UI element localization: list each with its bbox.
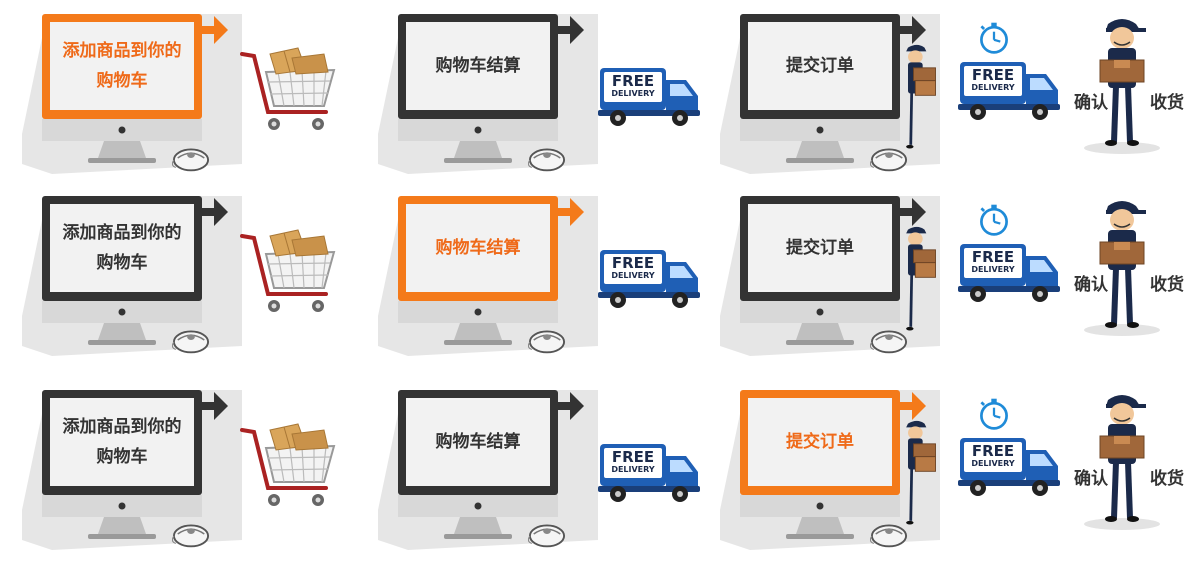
truck-free-text: FREE [971,248,1015,266]
step1-label-line1: 添加商品到你的 [62,417,182,437]
mouse-icon [870,144,908,172]
step2-label: 购物车结算 [435,432,521,452]
delivery-man-icon [1082,392,1162,532]
truck-delivery-text: DELIVERY [971,83,1015,92]
confirm-label-part2: 收货 [1150,93,1184,113]
confirm-label-part2: 收货 [1150,469,1184,489]
step1-label: 添加商品到你的购物车 [50,398,194,486]
step3-label: 提交订单 [786,432,854,452]
delivery-man-icon [1082,16,1162,156]
clock-icon [976,20,1012,56]
step1-label-line1: 添加商品到你的 [62,223,182,243]
truck-delivery-text: DELIVERY [611,89,655,98]
confirm-label-part2: 收货 [1150,275,1184,295]
monitor-step1: 添加商品到你的购物车 [22,390,242,550]
step2-label: 购物车结算 [435,238,521,258]
mouse-icon [870,326,908,354]
step1-label: 添加商品到你的购物车 [50,204,194,292]
shopping-cart-icon [240,226,340,316]
monitor-step3: 提交订单 [720,390,940,550]
clock-icon [976,396,1012,432]
mouse-icon [528,326,566,354]
monitor-step1: 添加商品到你的购物车 [22,196,242,356]
truck-delivery-text: DELIVERY [611,271,655,280]
step1-label-line2: 购物车 [96,71,148,91]
clock-icon [976,202,1012,238]
confirm-label-part1: 确认 [1074,275,1108,295]
monitor-step3: 提交订单 [720,14,940,174]
mouse-icon [528,520,566,548]
monitor-step1: 添加商品到你的购物车 [22,14,242,174]
shopping-cart-icon [240,44,340,134]
mouse-icon [870,520,908,548]
delivery-man-small-icon [894,226,944,336]
confirm-label-part1: 确认 [1074,469,1108,489]
step1-label-line2: 购物车 [96,253,148,273]
monitor-step2: 购物车结算 [378,14,598,174]
monitor-step3: 提交订单 [720,196,940,356]
monitor-step2: 购物车结算 [378,390,598,550]
mouse-icon [528,144,566,172]
delivery-man-icon [1082,198,1162,338]
step1-label-line2: 购物车 [96,447,148,467]
truck-free-text: FREE [611,254,655,272]
step3-label: 提交订单 [786,56,854,76]
shopping-cart-icon [240,420,340,510]
step1-label: 添加商品到你的购物车 [50,22,194,110]
truck-free-text: FREE [971,66,1015,84]
truck-delivery-text: DELIVERY [971,459,1015,468]
truck-free-text: FREE [611,448,655,466]
step1-label-line1: 添加商品到你的 [62,41,182,61]
truck-free-text: FREE [611,72,655,90]
mouse-icon [172,144,210,172]
confirm-label-part1: 确认 [1074,93,1108,113]
step3-label: 提交订单 [786,238,854,258]
truck-delivery-text: DELIVERY [611,465,655,474]
mouse-icon [172,520,210,548]
delivery-man-small-icon [894,420,944,530]
truck-delivery-text: DELIVERY [971,265,1015,274]
delivery-man-small-icon [894,44,944,154]
mouse-icon [172,326,210,354]
step2-label: 购物车结算 [435,56,521,76]
truck-free-text: FREE [971,442,1015,460]
monitor-step2: 购物车结算 [378,196,598,356]
